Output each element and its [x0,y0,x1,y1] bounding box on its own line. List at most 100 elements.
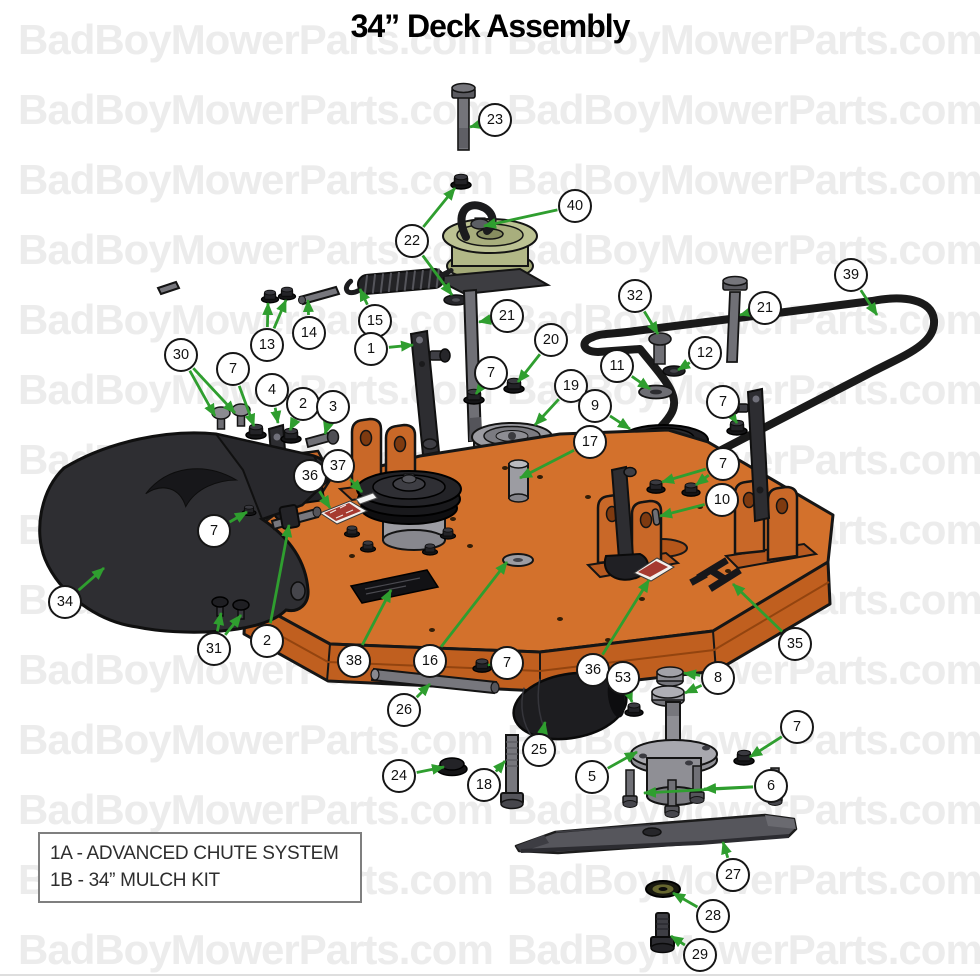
part-spacer-17 [508,459,529,503]
part-nut-13b [277,286,297,301]
part-bushings-8 [651,666,685,707]
callout-10-25: 10 [705,483,739,517]
part-rod-14 [156,280,341,306]
callout-8-38: 8 [701,661,735,695]
part-nut-7e [245,423,267,440]
callout-24-41: 24 [382,759,416,793]
page-bottom-edge [0,974,980,976]
callout-14-7: 14 [292,316,326,350]
callout-7-44: 7 [780,710,814,744]
part-bolt-21 [722,275,748,363]
callout-34-27: 34 [48,585,82,619]
legend-item-1b: 1B - 34” MULCH KIT [50,869,220,891]
part-arm-right [728,387,771,523]
callout-22-2: 22 [395,224,429,258]
callout-2-11: 2 [286,387,320,421]
part-washer-11 [638,384,674,400]
callout-20-18: 20 [534,323,568,357]
callout-11-17: 11 [600,349,634,383]
callout-7-34: 7 [490,646,524,680]
part-rod-26 [370,667,500,695]
chute-logo-emboss [145,468,239,508]
callout-25-40: 25 [522,733,556,767]
callout-39-15: 39 [834,258,868,292]
part-arm-1 [409,329,451,457]
part-carriage-bolt-30b [231,403,251,427]
watermark-text: BadBoyMowerParts.com [18,716,494,763]
warning-label-left-36 [318,500,369,525]
part-nut-7h [733,749,755,766]
part-blade-27 [514,813,798,855]
watermark-text: BadBoyMowerParts.com [507,926,980,973]
callout-9-20: 9 [578,389,612,423]
deck-ears-right [723,479,819,570]
part-bracket-35 [689,557,742,592]
warning-label-right-36 [632,557,676,582]
part-spring-15 [343,267,454,296]
callout-7-26: 7 [197,514,231,548]
callout-2-29: 2 [250,624,284,658]
part-spacer-12 [662,365,686,377]
watermark-text: BadBoyMowerParts.com [507,16,980,63]
page-title: 34” Deck Assembly [350,8,631,44]
part-nut-13a [260,289,280,304]
callout-29-48: 29 [683,938,717,972]
part-carriage-bolt-30a [211,406,231,430]
callout-35-36: 35 [778,627,812,661]
part-hex-bolt-23 [451,82,476,151]
callout-19-19: 19 [554,369,588,403]
part-pin-10 [651,508,661,526]
watermark-text: BadBoyMowerParts.com [507,86,980,133]
callout-13-6: 13 [250,328,284,362]
callout-5-43: 5 [575,760,609,794]
part-nut-7b [726,419,748,436]
watermark-text: BadBoyMowerParts.com [18,86,494,133]
part-washer-16 [502,553,534,567]
callout-16-33: 16 [413,644,447,678]
part-nut-20 [503,377,525,394]
callout-7-9: 7 [216,352,250,386]
part-bolt-29 [650,912,675,954]
legend-box: 1A - ADVANCED CHUTE SYSTEM 1B - 34” MULC… [38,832,362,904]
part-discharge-chute-34 [38,431,331,634]
part-washer-28 [645,880,681,898]
callout-17-22: 17 [573,425,607,459]
callout-18-42: 18 [467,768,501,802]
callout-3-12: 3 [316,390,350,424]
part-cap-nut-24 [436,757,468,777]
callout-21-4: 21 [490,299,524,333]
part-bolt-18 [500,734,524,810]
callout-38-32: 38 [337,644,371,678]
callout-1-5: 1 [354,332,388,366]
callout-7-21: 7 [474,356,508,390]
callout-53-37: 53 [606,661,640,695]
part-idler-pulley-40 [442,201,538,281]
watermark-text: BadBoyMowerParts.com [18,156,494,203]
callout-4-10: 4 [255,373,289,407]
legend-item-1a: 1A - ADVANCED CHUTE SYSTEM [50,843,339,864]
watermark-text: BadBoyMowerParts.com [18,926,494,973]
callout-21-14: 21 [748,291,782,325]
watermark-text: BadBoyMowerParts.com [18,16,494,63]
part-nut-53 [624,702,644,717]
callout-27-46: 27 [716,858,750,892]
part-bolt-6a [622,769,638,809]
callout-26-39: 26 [387,693,421,727]
callout-12-16: 12 [688,336,722,370]
part-bolt-32 [648,332,672,365]
callout-28-47: 28 [696,899,730,933]
callout-37-31: 37 [321,449,355,483]
label-37 [355,492,378,505]
watermark-text: BadBoyMowerParts.com [507,226,980,273]
callout-7-23: 7 [706,385,740,419]
part-nut-22 [450,173,472,190]
callout-31-28: 31 [197,632,231,666]
part-bolt-3 [304,429,340,449]
callout-6-45: 6 [754,769,788,803]
callout-40-1: 40 [558,189,592,223]
watermark-text: BadBoyMowerParts.com [18,786,494,833]
callout-23-0: 23 [478,103,512,137]
callout-7-24: 7 [706,447,740,481]
part-spindle-pulley-top [356,470,462,551]
